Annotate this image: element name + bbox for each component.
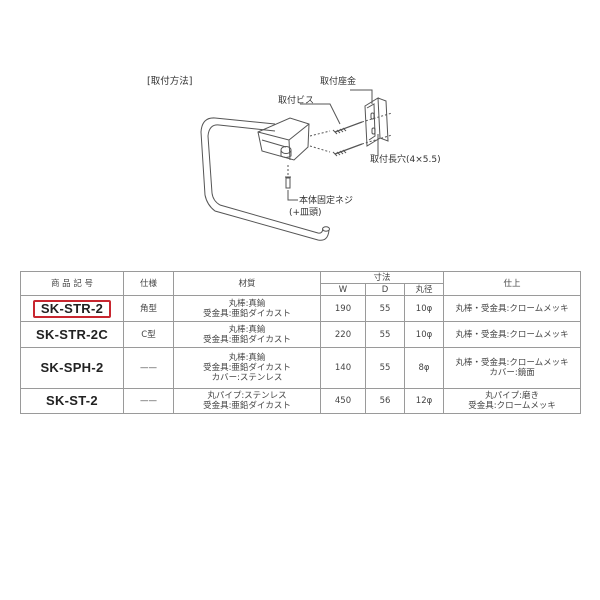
type-cell: —— bbox=[123, 347, 174, 389]
product-code-cell: SK-SPH-2 bbox=[20, 347, 124, 389]
material-line: 丸棒:真鍮 bbox=[228, 298, 266, 309]
product-code-cell: SK-STR-2 bbox=[20, 295, 124, 322]
finish-cell: 丸棒・受金具:クロームメッキ bbox=[443, 295, 582, 322]
label-mounting-screw: 取付ビス bbox=[278, 96, 315, 106]
finish-cell: 丸パイプ:磨き 受金具:クロームメッキ bbox=[443, 388, 582, 414]
header-material: 材質 bbox=[173, 271, 321, 296]
spec-table: 商 品 記 号 仕様 材質 寸法 仕上 W D 丸径 SK-STR-2 角型 丸… bbox=[20, 271, 582, 414]
finish-line: 丸棒・受金具:クロームメッキ bbox=[455, 358, 569, 368]
width-cell: 220 bbox=[320, 321, 366, 348]
type-cell: 角型 bbox=[123, 295, 174, 322]
diameter-cell: 12φ bbox=[403, 388, 445, 414]
material-line: 丸棒:真鍮 bbox=[228, 353, 266, 363]
width-cell: 140 bbox=[320, 347, 366, 389]
width-cell: 190 bbox=[320, 295, 366, 322]
header-width: W bbox=[320, 283, 366, 296]
depth-cell: 55 bbox=[365, 347, 405, 389]
finish-line: カバー:鏡面 bbox=[489, 368, 535, 378]
table-row: SK-STR-2 角型 丸棒:真鍮 受金具:亜鉛ダイカスト 190 55 10φ… bbox=[20, 295, 582, 322]
selected-product-code: SK-STR-2 bbox=[32, 299, 112, 318]
header-code: 商 品 記 号 bbox=[20, 271, 124, 296]
table-row: SK-STR-2C C型 丸棒:真鍮 受金具:亜鉛ダイカスト 220 55 10… bbox=[20, 321, 582, 348]
finish-cell: 丸棒・受金具:クロームメッキ bbox=[443, 321, 582, 348]
material-cell: 丸棒:真鍮 受金具:亜鉛ダイカスト bbox=[173, 321, 321, 348]
installation-diagram: [取付方法] 取付座金 取付ビス 取付長穴(4×5.5) 本体固定ネジ (+皿頭… bbox=[0, 0, 600, 260]
diameter-cell: 10φ bbox=[403, 295, 445, 322]
finish-line: 丸棒・受金具:クロームメッキ bbox=[455, 329, 569, 340]
material-line: カバー:ステンレス bbox=[211, 373, 283, 383]
towel-ring-drawing bbox=[200, 89, 393, 241]
diameter-cell: 8φ bbox=[403, 347, 445, 389]
depth-cell: 55 bbox=[365, 321, 405, 348]
width-cell: 450 bbox=[320, 388, 366, 414]
depth-cell: 56 bbox=[365, 388, 405, 414]
table-row: SK-ST-2 —— 丸パイプ:ステンレス 受金具:亜鉛ダイカスト 450 56… bbox=[20, 388, 582, 414]
header-type: 仕様 bbox=[123, 271, 174, 296]
label-mounting-plate: 取付座金 bbox=[320, 77, 357, 87]
diagram-title: [取付方法] bbox=[147, 76, 193, 87]
material-line: 受金具:亜鉛ダイカスト bbox=[203, 363, 291, 373]
depth-cell: 55 bbox=[365, 295, 405, 322]
header-depth: D bbox=[365, 283, 405, 296]
material-cell: 丸棒:真鍮 受金具:亜鉛ダイカスト bbox=[173, 295, 321, 322]
finish-cell: 丸棒・受金具:クロームメッキ カバー:鏡面 bbox=[443, 347, 582, 389]
finish-line: 受金具:クロームメッキ bbox=[468, 401, 556, 411]
header-finish: 仕上 bbox=[443, 271, 582, 296]
diameter-cell: 10φ bbox=[403, 321, 445, 348]
label-mounting-slot: 取付長穴(4×5.5) bbox=[370, 155, 441, 165]
finish-line: 丸棒・受金具:クロームメッキ bbox=[455, 303, 569, 314]
material-line: 丸棒:真鍮 bbox=[228, 324, 266, 335]
material-line: 受金具:亜鉛ダイカスト bbox=[203, 308, 291, 319]
label-body-fix-screw-sub: (+皿頭) bbox=[289, 208, 322, 218]
product-code-cell: SK-STR-2C bbox=[20, 321, 124, 348]
finish-line: 丸パイプ:磨き bbox=[485, 391, 539, 401]
product-code-cell: SK-ST-2 bbox=[20, 388, 124, 414]
label-body-fix-screw: 本体固定ネジ bbox=[299, 196, 354, 206]
material-line: 受金具:亜鉛ダイカスト bbox=[203, 334, 291, 345]
material-cell: 丸棒:真鍮 受金具:亜鉛ダイカスト カバー:ステンレス bbox=[173, 347, 321, 389]
type-cell: —— bbox=[123, 388, 174, 414]
material-line: 丸パイプ:ステンレス bbox=[207, 391, 287, 401]
material-line: 受金具:亜鉛ダイカスト bbox=[203, 401, 291, 411]
header-diameter: 丸径 bbox=[403, 283, 445, 296]
table-row: SK-SPH-2 —— 丸棒:真鍮 受金具:亜鉛ダイカスト カバー:ステンレス … bbox=[20, 347, 582, 389]
type-cell: C型 bbox=[123, 321, 174, 348]
header-dimensions: 寸法 bbox=[319, 271, 445, 284]
material-cell: 丸パイプ:ステンレス 受金具:亜鉛ダイカスト bbox=[173, 388, 321, 414]
